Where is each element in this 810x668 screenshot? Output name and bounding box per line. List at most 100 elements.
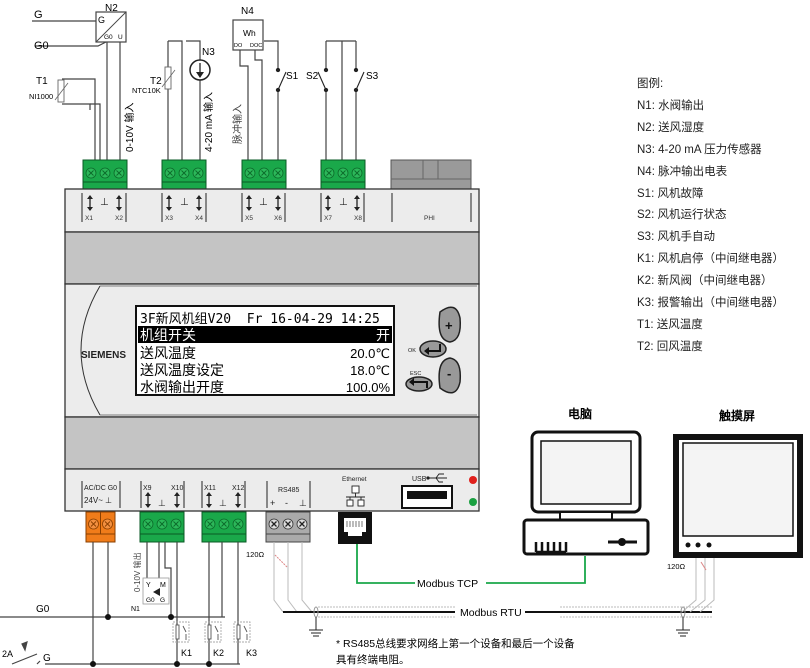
label-4-20ma-input: 4-20 mA 输入 [202, 92, 215, 152]
label-g0-top: G0 [34, 40, 49, 52]
minus-button[interactable]: - [438, 357, 462, 394]
lcd-header: 3F新风机组V20 Fr 16-04-29 14:25 [140, 311, 380, 327]
status-led-green [469, 498, 477, 506]
relay-k1-label: K1 [181, 648, 192, 658]
pc-icon [522, 430, 650, 556]
brand-logo: SIEMENS [81, 350, 126, 361]
ethernet-label: Ethernet [342, 476, 367, 483]
usb-port[interactable] [401, 485, 453, 509]
n4-energy-meter: N4 Wh DO DOC [232, 6, 264, 51]
plus-icon: + [445, 318, 453, 333]
terminal-x2: X2 [115, 215, 123, 222]
terminal-x3: X3 [165, 215, 173, 222]
legend-item: N3: 4-20 mA 压力传感器 [637, 143, 762, 156]
n1-label: N1 [131, 606, 140, 613]
legend-item: N4: 脉冲输出电表 [637, 165, 728, 178]
t1-label: T1 [36, 76, 48, 87]
rs485-note-line2: 具有终端电阻。 [336, 653, 410, 666]
touchscreen-label: 触摸屏 [719, 408, 755, 423]
n4-pin-do: DO [234, 43, 243, 49]
svg-text:⊥: ⊥ [180, 197, 189, 208]
n4-meter-label: Wh [243, 28, 256, 38]
modbus-rtu-label: Modbus RTU [460, 607, 522, 619]
back-icon [413, 381, 428, 388]
bottom-terminal-blocks [85, 511, 372, 544]
top-terminal-blocks [82, 159, 472, 190]
plus-button[interactable]: + [438, 306, 462, 343]
relays [172, 621, 251, 643]
legend-item: S3: 风机手自动 [637, 231, 715, 244]
n2-humidity-sensor: N2 G G0 U [95, 3, 127, 43]
bottom-terminal-markings [81, 481, 311, 508]
minus-icon: - [447, 366, 451, 381]
terminal-x5: X5 [245, 215, 253, 222]
lcd-row-value: 20.0℃ [350, 346, 390, 361]
enter-icon [428, 344, 441, 352]
legend-item: S1: 风机故障 [637, 187, 704, 200]
pc-label: 电脑 [568, 406, 592, 421]
label-g-top: G [34, 9, 43, 21]
rs485-wiring [273, 542, 715, 637]
esc-button[interactable]: ESC [405, 371, 433, 392]
legend-item: N2: 送风湿度 [637, 121, 705, 134]
relay-k3-label: K3 [246, 648, 257, 658]
status-led-red [469, 476, 477, 484]
legend-item: K2: 新风阀（中间继电器） [637, 275, 773, 288]
ok-label: OK [408, 348, 416, 354]
junction-dots [90, 614, 212, 667]
t1-type: NI1000 [29, 92, 53, 101]
rs485-pin-plus: + [270, 498, 275, 508]
power-label: AC/DC G0 [84, 485, 117, 492]
top-terminal-markings [81, 193, 472, 222]
terminal-x4: X4 [195, 215, 203, 222]
svg-text:⊥: ⊥ [219, 498, 227, 508]
resistor-left-label: 120Ω [246, 550, 265, 559]
n3-label: N3 [202, 47, 215, 58]
rs485-note-line1: * RS485总线要求网络上第一个设备和最后一个设备 [336, 637, 575, 650]
ok-button[interactable]: OK [408, 340, 447, 358]
t1-temperature-sensor: T1 NI1000 [29, 76, 69, 103]
svg-text:⊥: ⊥ [100, 197, 109, 208]
s2-label: S2 [306, 71, 319, 82]
top-wiring [32, 20, 357, 162]
label-g0-bottom: G0 [36, 604, 50, 615]
n2-label: N2 [105, 3, 118, 14]
terminal-x6: X6 [274, 215, 282, 222]
legend: 图例: N1: 水阀输出 N2: 送风湿度 N3: 4-20 mA 压力传感器 … [637, 74, 784, 359]
lcd-row-value: 100.0% [346, 380, 391, 395]
n2-pin-g: G [98, 15, 105, 25]
bottom-wiring [0, 542, 240, 665]
resistor-right-label: 120Ω [667, 562, 686, 571]
touchscreen-icon [673, 434, 803, 558]
rs485-pin-ground: ⊥ [299, 498, 307, 508]
legend-item: N1: 水阀输出 [637, 99, 705, 112]
t2-temperature-sensor: T2 NTC10K [132, 66, 176, 95]
usb-icon [426, 473, 447, 483]
esc-label: ESC [410, 371, 421, 377]
top-ground-symbols: ⊥⊥⊥⊥ [100, 197, 348, 208]
lcd-row-value: 18.0℃ [350, 363, 390, 378]
t2-label: T2 [150, 76, 162, 87]
lcd-row-label: 送风温度设定 [140, 362, 224, 378]
svg-text:⊥: ⊥ [339, 197, 348, 208]
terminal-x11: X11 [204, 485, 216, 492]
n1-valve-actuator: Y M G0 G N1 [131, 577, 170, 613]
legend-item: K1: 风机启停（中间继电器） [637, 253, 784, 266]
lcd-display [135, 305, 395, 396]
s1-label: S1 [286, 71, 299, 82]
terminal-x7: X7 [324, 215, 332, 222]
ethernet-port [338, 512, 372, 544]
lcd-row-value: 开 [376, 327, 390, 343]
usb-label: USB [412, 476, 427, 483]
n4-pin-doc: DOC [250, 43, 262, 49]
label-0-10v-output: 0-10V 输出 [132, 552, 142, 592]
modbus-tcp-label: Modbus TCP [417, 578, 478, 590]
valve-icon [153, 588, 160, 596]
terminal-x1: X1 [85, 215, 93, 222]
terminal-phi: PHI [424, 215, 435, 222]
n1-pin-g: G [160, 597, 165, 604]
phi-connector [390, 159, 472, 190]
lcd-row-label: 水阀输出开度 [140, 379, 224, 395]
s3-label: S3 [366, 71, 379, 82]
